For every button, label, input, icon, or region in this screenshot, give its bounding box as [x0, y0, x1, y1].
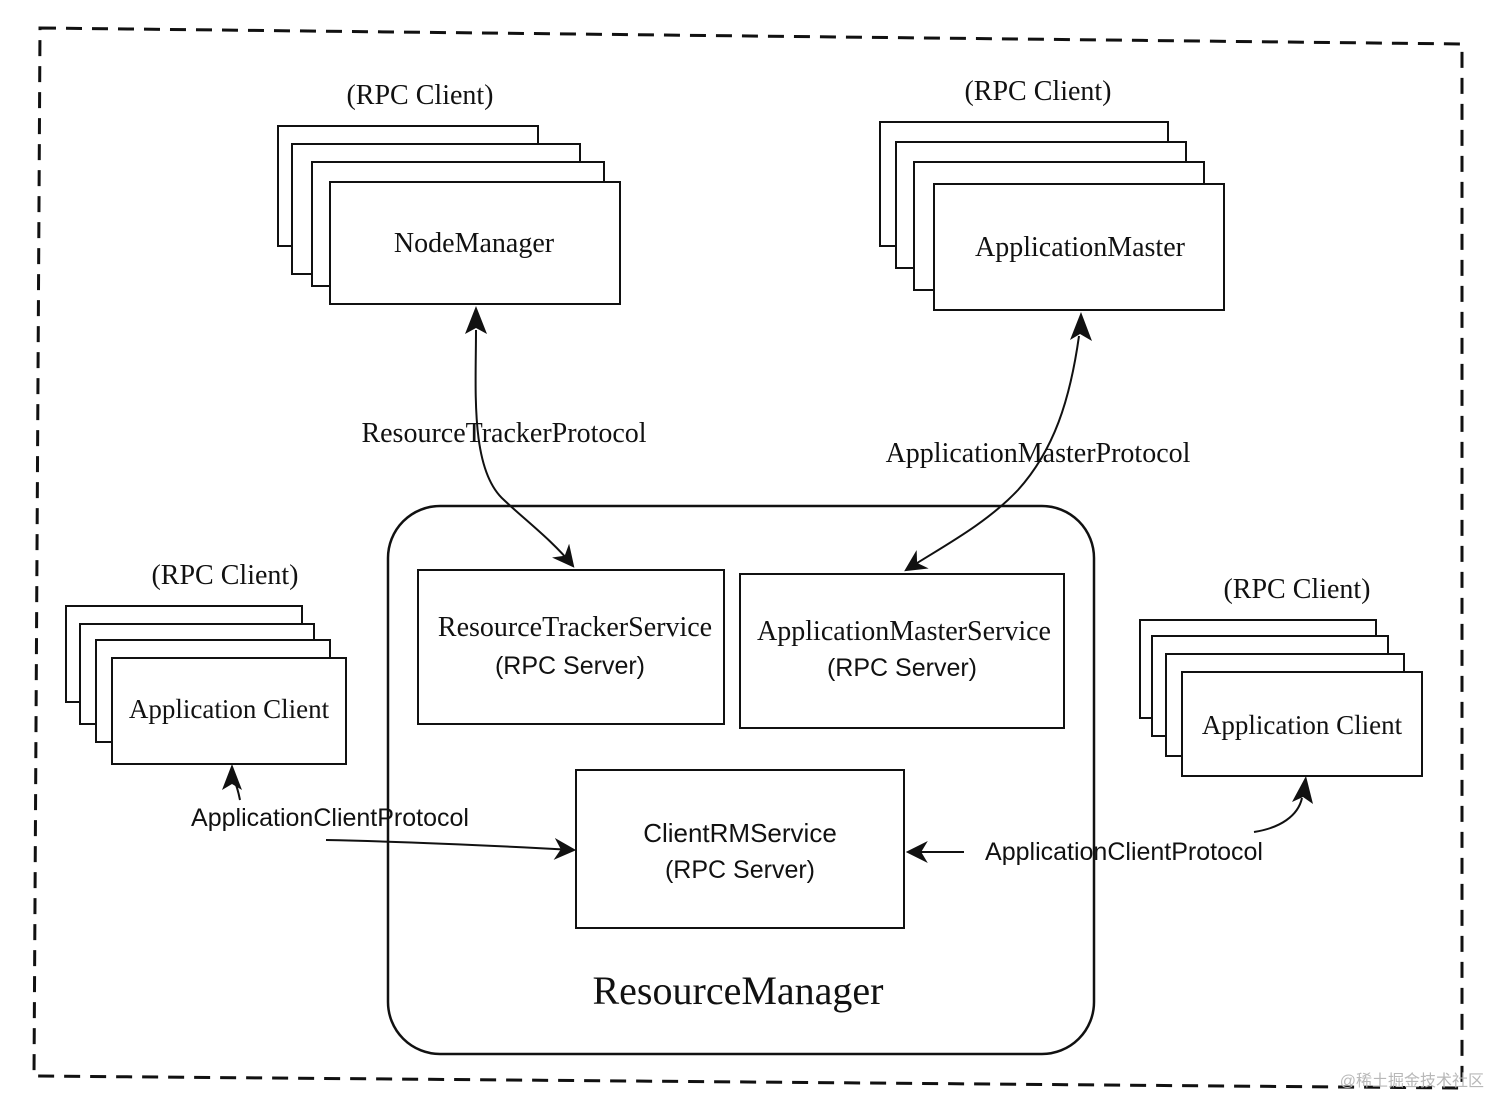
client-protocol-right-arrowhead-up — [1292, 776, 1313, 804]
node-manager-stack: NodeManager — [277, 125, 621, 305]
application-master-label: ApplicationMaster — [975, 232, 1186, 263]
node-manager-rpc-caption: (RPC Client) — [346, 80, 493, 111]
app-client-left-rpc-caption: (RPC Client) — [151, 560, 298, 591]
application-master-service-box: ApplicationMasterService (RPC Server) — [739, 573, 1065, 729]
watermark-text: @稀土掘金技术社区 — [1340, 1072, 1484, 1090]
app-client-right-stack: Application Client — [1139, 619, 1423, 777]
app-client-right-label: Application Client — [1202, 710, 1403, 740]
resource-manager-container — [386, 504, 1096, 1056]
client-rm-service-box: ClientRMService (RPC Server) — [575, 769, 905, 929]
client-protocol-right-label: ApplicationClientProtocol — [985, 838, 1263, 866]
application-master-service-name: ApplicationMasterService — [757, 616, 1051, 647]
application-master-stack: ApplicationMaster — [879, 121, 1225, 311]
resource-tracker-protocol-label: ResourceTrackerProtocol — [361, 418, 646, 449]
client-protocol-left-edge — [325, 837, 577, 860]
resource-tracker-protocol-arrowhead-top — [465, 306, 487, 334]
resource-tracker-protocol-edge — [474, 329, 575, 568]
app-client-right-rpc-caption: (RPC Client) — [1223, 574, 1370, 605]
client-protocol-left-label: ApplicationClientProtocol — [191, 804, 469, 832]
app-client-left-label: Application Client — [129, 694, 330, 724]
client-rm-service-name: ClientRMService — [643, 818, 837, 848]
dashed-boundary — [32, 26, 1464, 1090]
resource-manager-title: ResourceManager — [593, 968, 884, 1013]
application-master-protocol-arrowhead-top — [1070, 312, 1092, 341]
application-master-rpc-caption: (RPC Client) — [964, 76, 1111, 107]
application-master-service-role: (RPC Server) — [827, 654, 977, 682]
resource-tracker-service-box: ResourceTrackerService (RPC Server) — [417, 569, 725, 725]
client-protocol-right-curve — [1253, 797, 1303, 833]
app-client-left-stack: Application Client — [65, 605, 347, 765]
client-protocol-left-arrowhead-up — [222, 764, 242, 790]
client-rm-service-role: (RPC Server) — [665, 856, 815, 884]
application-master-protocol-label: ApplicationMasterProtocol — [886, 438, 1191, 469]
resource-tracker-service-name: ResourceTrackerService — [438, 612, 712, 643]
resource-tracker-service-role: (RPC Server) — [495, 652, 645, 680]
node-manager-label: NodeManager — [394, 228, 555, 259]
application-master-protocol-edge — [904, 335, 1080, 572]
